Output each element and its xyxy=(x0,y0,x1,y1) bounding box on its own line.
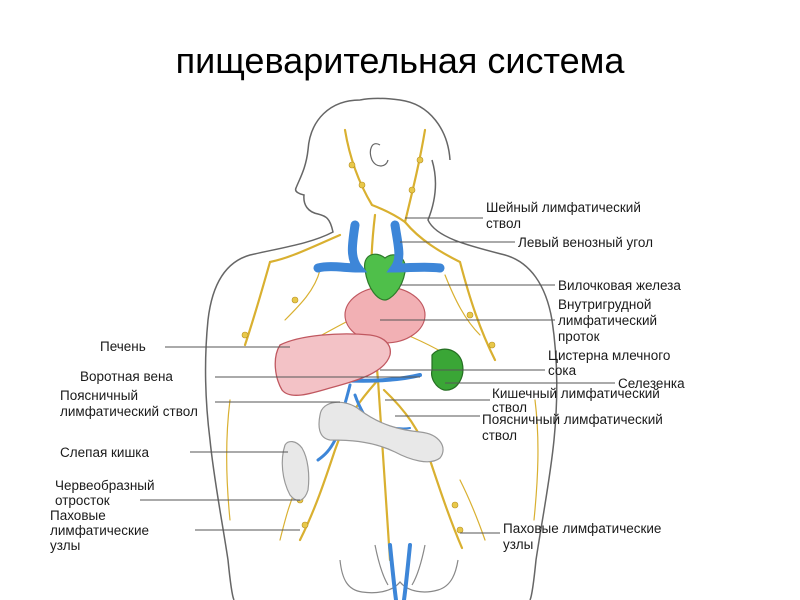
label-thoracic-duct-3: проток xyxy=(558,329,600,344)
page-title: пищеварительная система xyxy=(175,40,625,81)
label-left-venous-angle: Левый венозный угол xyxy=(518,235,653,250)
label-portal-vein: Воротная вена xyxy=(80,369,173,384)
label-spleen: Селезенка xyxy=(618,376,685,391)
label-cisterna-1: Цистерна млечного xyxy=(548,348,670,363)
label-appendix-1: Червеобразный xyxy=(55,478,155,493)
label-liver: Печень xyxy=(100,339,146,354)
label-intestinal-trunk-2: ствол xyxy=(492,400,527,415)
label-intestinal-trunk-1: Кишечный лимфатический xyxy=(492,386,660,401)
liver xyxy=(274,333,391,396)
body-outline xyxy=(204,97,558,600)
pelvis-outline xyxy=(339,544,459,594)
label-neck-trunk-2: ствол xyxy=(486,216,521,231)
label-inguinal-left-2: лимфатические xyxy=(50,523,149,538)
label-lumbar-left-1: Поясничный xyxy=(60,388,138,403)
label-thoracic-duct-1: Внутригрудной xyxy=(558,297,651,312)
labels: Шейный лимфатический ствол Левый венозны… xyxy=(50,200,685,553)
label-appendix-2: отросток xyxy=(55,493,110,508)
label-inguinal-left-3: узлы xyxy=(50,538,80,553)
label-inguinal-right-2: узлы xyxy=(503,537,533,552)
intestine xyxy=(318,401,444,463)
label-cisterna-2: сока xyxy=(548,363,577,378)
cecum xyxy=(281,441,310,502)
ear-outline xyxy=(369,143,389,167)
label-inguinal-right-1: Паховые лимфатические xyxy=(503,521,661,536)
label-lumbar-right-2: ствол xyxy=(482,428,517,443)
label-thoracic-duct-2: лимфатический xyxy=(558,313,657,328)
label-inguinal-left-1: Паховые xyxy=(50,508,106,523)
label-thymus: Вилочковая железа xyxy=(558,278,681,293)
label-lumbar-right-1: Поясничный лимфатический xyxy=(482,412,663,427)
label-lumbar-left-2: лимфатический ствол xyxy=(60,404,198,419)
label-neck-trunk-1: Шейный лимфатический xyxy=(486,200,641,215)
leader-lines xyxy=(140,217,615,534)
label-cecum: Слепая кишка xyxy=(60,445,149,460)
